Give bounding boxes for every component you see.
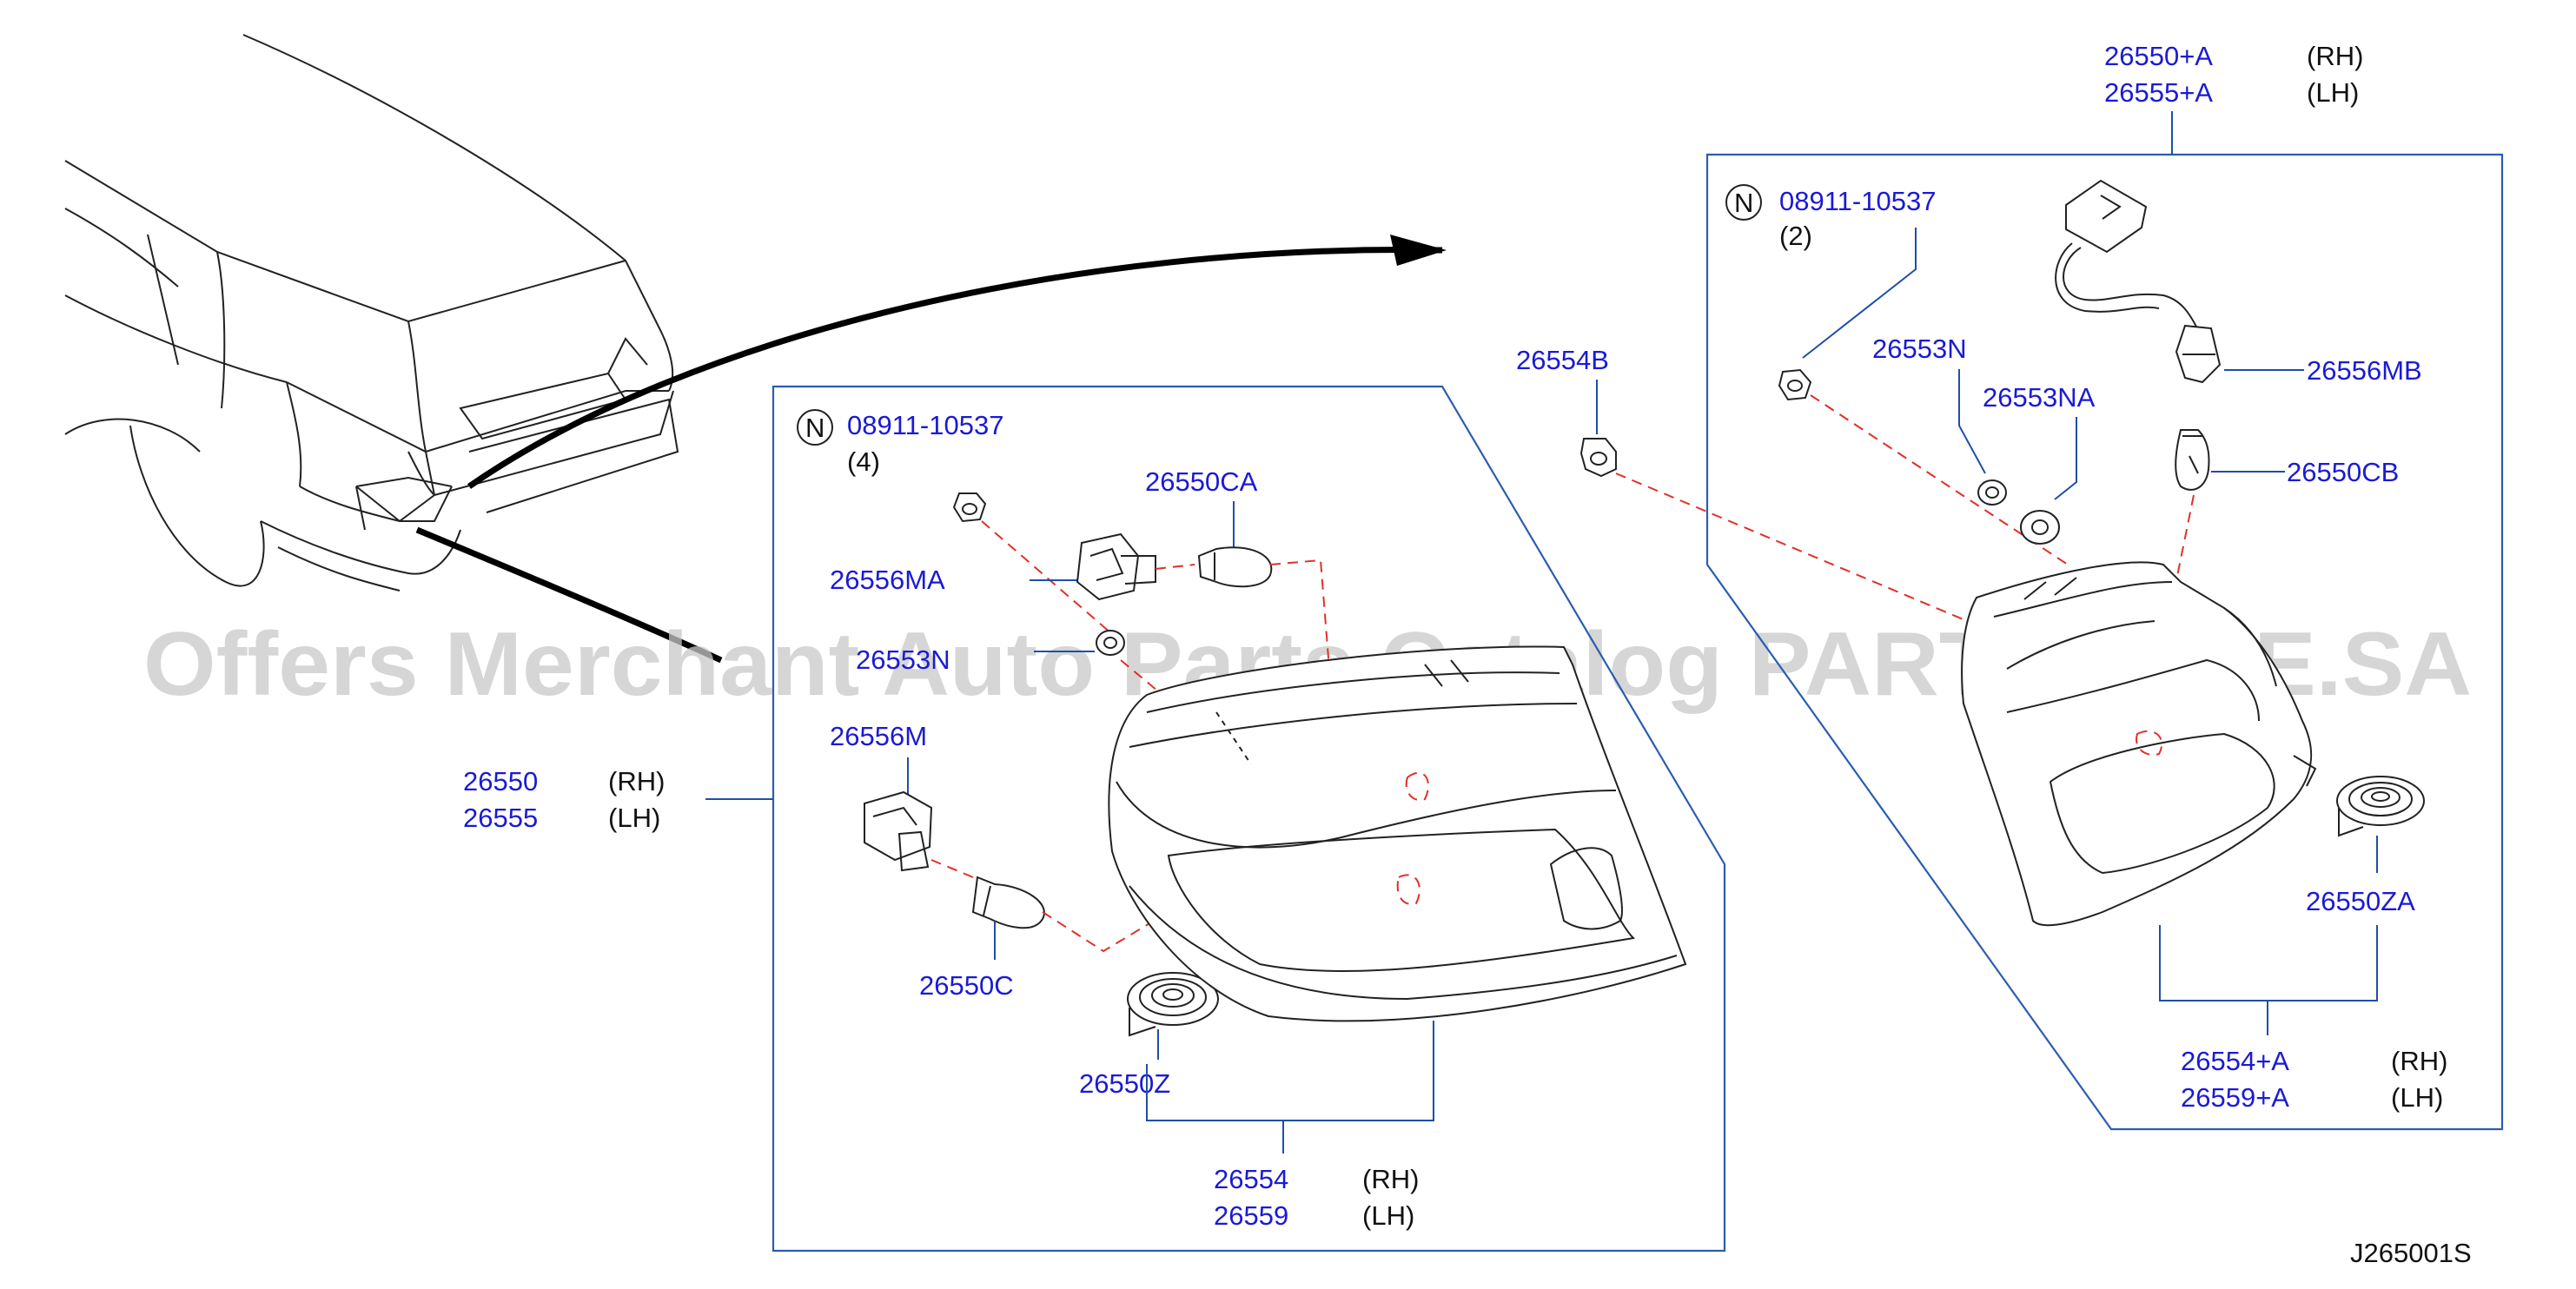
seal-roll-icon: [1127, 972, 1219, 1037]
left-main-lh-side: (LH): [608, 803, 660, 833]
left-nut-qty: (4): [847, 446, 880, 477]
left-tail-lamp-lens: [1108, 645, 1687, 1022]
right-nut-qty: (2): [1779, 221, 1812, 251]
clip-icon: [1579, 438, 1617, 478]
right-lens-rh-side: (RH): [2391, 1046, 2447, 1076]
socket-harness-icon: [2055, 179, 2222, 384]
right-tail-lamp-lens: [1961, 561, 2317, 927]
left-nut-part[interactable]: 08911-10537: [847, 410, 1003, 440]
left-gasket-n-part[interactable]: 26553N: [856, 644, 950, 675]
n-symbol-left: N: [797, 409, 833, 446]
nut-icon: [952, 492, 987, 523]
left-bulb-c-part[interactable]: 26550C: [919, 970, 1014, 1001]
right-lens-lh-side: (LH): [2391, 1082, 2443, 1113]
arrow-to-right-assembly: [467, 247, 1443, 489]
socket-icon-ma: [1076, 532, 1156, 601]
gasket-ring-icon-right: [1977, 479, 2007, 506]
left-main-lh-part[interactable]: 26555: [463, 803, 538, 833]
socket-icon-m: [864, 790, 933, 872]
left-lens-lh-part[interactable]: 26559: [1214, 1200, 1288, 1231]
n-symbol-right: N: [1725, 184, 1762, 221]
left-bulb-ca-part[interactable]: 26550CA: [1145, 466, 1258, 497]
right-nut-part[interactable]: 08911-10537: [1779, 186, 1936, 216]
left-lens-lh-side: (LH): [1362, 1200, 1414, 1231]
gasket-ring-icon: [1096, 630, 1125, 656]
seal-roll-za-icon: [2336, 776, 2425, 837]
left-lens-rh-part[interactable]: 26554: [1214, 1164, 1288, 1194]
right-main-lh-side: (LH): [2307, 77, 2359, 108]
bulb-icon-c: [971, 876, 1045, 929]
car-rear-illustration: [64, 34, 679, 592]
nut-icon-right: [1778, 368, 1812, 401]
right-main-lh-part[interactable]: 26555+A: [2104, 77, 2213, 108]
right-gasket-na-part[interactable]: 26553NA: [1983, 382, 2096, 413]
right-assembly-box: [1705, 153, 2504, 1131]
left-assembly-box: [771, 385, 1726, 1253]
right-lens-rh-part[interactable]: 26554+A: [2181, 1046, 2289, 1076]
diagram-id: J265001S: [2350, 1238, 2472, 1268]
arrowhead-right: [1390, 235, 1447, 266]
svg-text:N: N: [1734, 188, 1753, 218]
right-lens-lh-part[interactable]: 26559+A: [2181, 1082, 2289, 1113]
left-socket-m-part[interactable]: 26556M: [830, 721, 927, 751]
right-clip-b-part[interactable]: 26554B: [1516, 345, 1609, 375]
left-main-rh-side: (RH): [608, 766, 665, 797]
left-lens-rh-side: (RH): [1362, 1164, 1419, 1194]
right-seal-za-part[interactable]: 26550ZA: [2306, 886, 2415, 916]
right-main-rh-part[interactable]: 26550+A: [2104, 41, 2213, 71]
bulb-icon-ca: [1197, 546, 1273, 588]
left-seal-z-part[interactable]: 26550Z: [1079, 1068, 1170, 1099]
left-socket-ma-part[interactable]: 26556MA: [830, 565, 945, 595]
right-socket-mb-part[interactable]: 26556MB: [2307, 355, 2422, 386]
right-gasket-n-part[interactable]: 26553N: [1872, 334, 1967, 364]
bulb-icon-cb: [2175, 429, 2210, 491]
right-bulb-cb-part[interactable]: 26550CB: [2287, 457, 2399, 487]
left-main-rh-part[interactable]: 26550: [463, 766, 538, 797]
gasket-ring-na-icon: [2020, 510, 2060, 545]
right-main-rh-side: (RH): [2307, 41, 2363, 71]
svg-text:N: N: [805, 413, 824, 443]
arrow-to-left-assembly: [415, 526, 723, 664]
